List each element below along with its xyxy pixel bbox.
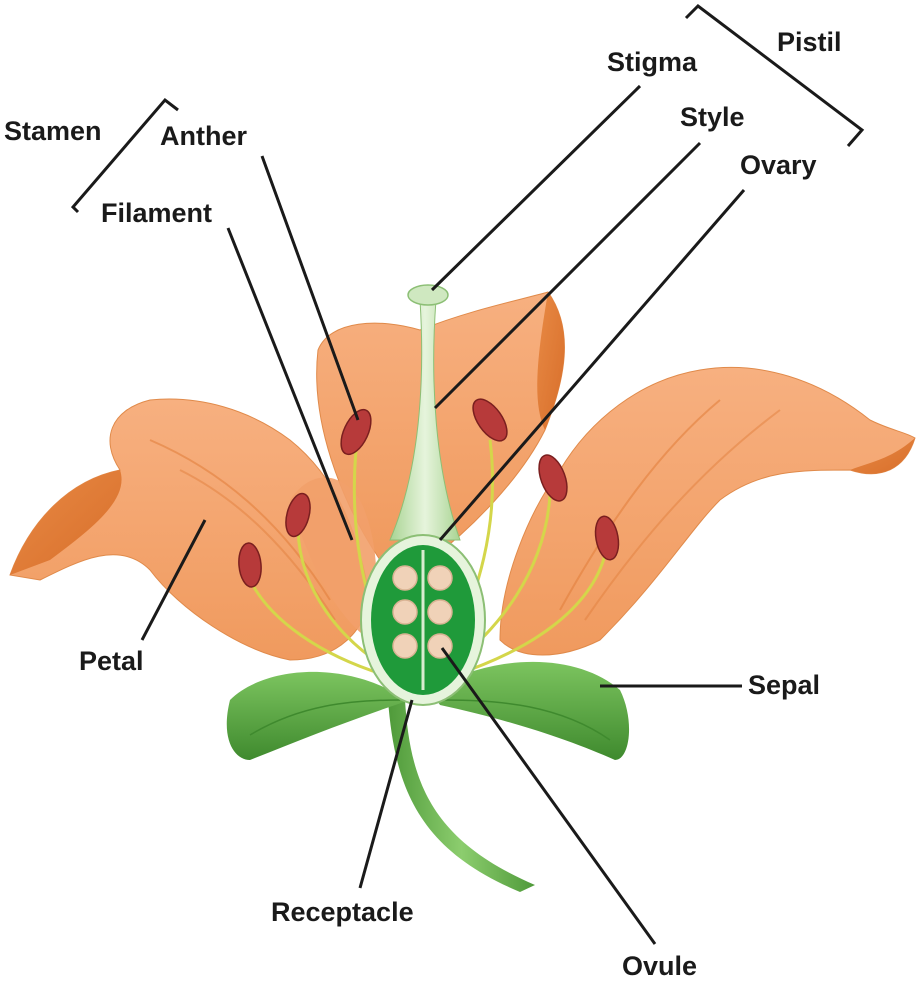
label-anther: Anther <box>160 123 247 150</box>
anther-line <box>262 156 358 420</box>
label-sepal: Sepal <box>748 672 820 699</box>
label-petal: Petal <box>79 648 144 675</box>
label-receptacle: Receptacle <box>271 899 414 926</box>
label-stigma: Stigma <box>607 49 697 76</box>
stem <box>388 700 535 892</box>
label-pistil: Pistil <box>777 29 842 56</box>
label-ovary: Ovary <box>740 152 817 179</box>
label-ovule: Ovule <box>622 953 697 980</box>
stigma-line <box>432 86 640 290</box>
label-stamen: Stamen <box>4 118 102 145</box>
style-line <box>435 143 700 408</box>
label-style: Style <box>680 104 745 131</box>
stigma <box>408 285 448 305</box>
receptacle-line <box>360 700 412 888</box>
label-filament: Filament <box>101 200 212 227</box>
